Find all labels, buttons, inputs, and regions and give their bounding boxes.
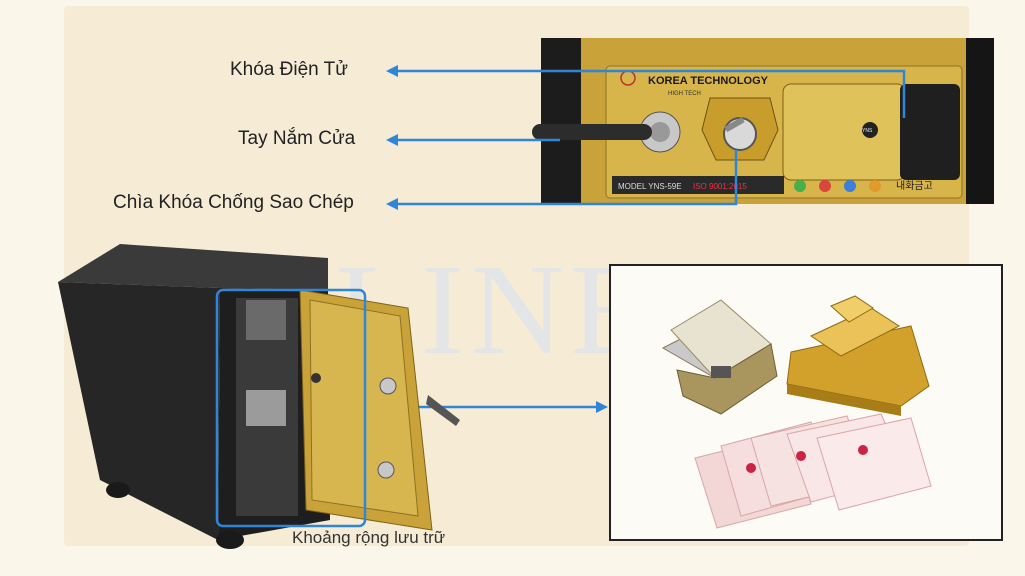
lock-korean: 내화금고	[896, 180, 933, 192]
green-indicator-icon	[794, 180, 806, 192]
lock-model: MODEL YNS-59E	[618, 182, 682, 191]
storage-caption: Khoảng rộng lưu trữ	[292, 528, 446, 547]
valuables-box	[609, 264, 1003, 541]
lock-iso: ISO 9001:2015	[693, 182, 747, 191]
blue-indicator-icon	[844, 180, 856, 192]
safe-illustration	[58, 244, 460, 549]
book-safe-image	[661, 299, 778, 415]
arrowheads	[386, 65, 608, 413]
documents-image	[694, 413, 932, 529]
gold-bars-image	[786, 295, 930, 416]
callout-door-handle: Tay Nắm Cửa	[238, 128, 356, 149]
orange-indicator-icon	[869, 180, 881, 192]
lock-panel-photo: KOREA TECHNOLOGY HIGH TECH YNS MODEL YNS…	[532, 38, 994, 204]
lock-badge: YNS	[862, 128, 873, 134]
red-indicator-icon	[819, 180, 831, 192]
callout-electronic-lock: Khóa Điện Tử	[230, 59, 348, 80]
badge-icon	[862, 122, 878, 138]
callout-anti-copy-key: Chìa Khóa Chống Sao Chép	[113, 192, 354, 213]
lock-brand: KOREA TECHNOLOGY	[648, 75, 769, 87]
lock-subtitle: HIGH TECH	[668, 91, 701, 97]
